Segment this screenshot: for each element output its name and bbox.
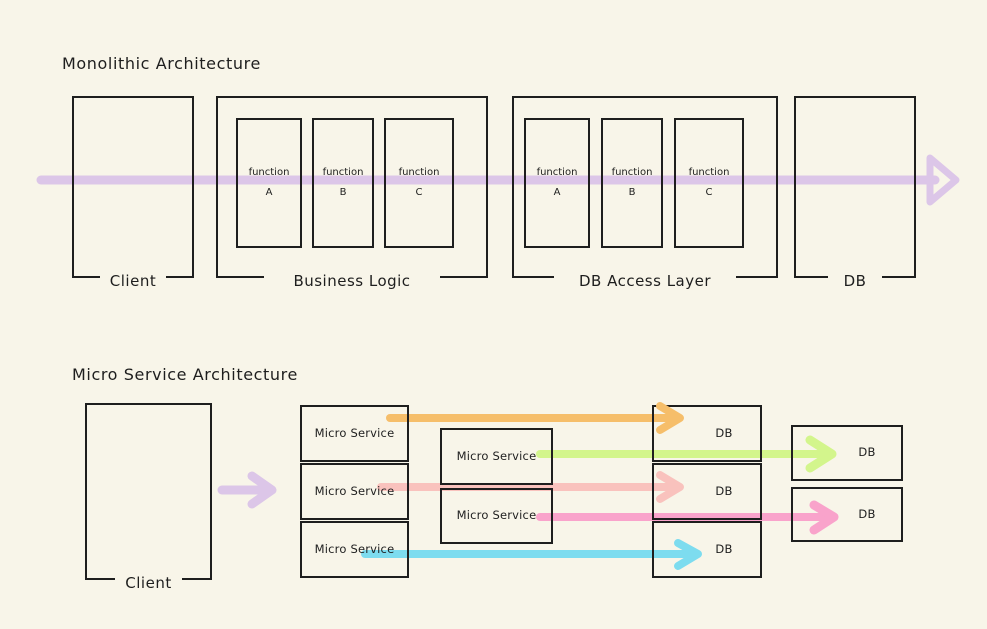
microservice-client-label: Client	[125, 574, 172, 592]
micro-service-box-5[interactable]: Micro Service	[440, 488, 553, 544]
business-logic-function-c-text: function C	[386, 163, 452, 203]
db-access-layer-box-foot	[512, 276, 778, 278]
db-access-layer-box[interactable]: DB Access Layer	[512, 96, 778, 290]
business-logic-function-c[interactable]: function C	[384, 118, 454, 248]
db-box-4[interactable]: DB	[791, 425, 903, 481]
micro-service-box-5-label: Micro Service	[456, 508, 537, 523]
microservice-client-box-foot	[85, 578, 212, 580]
micro-service-box-4-label: Micro Service	[456, 448, 537, 463]
function-a-line2: A	[265, 187, 273, 198]
db-box-4-label: DB	[858, 445, 876, 460]
db-box-1[interactable]: DB	[652, 405, 762, 462]
dal-function-a-line1: function	[536, 167, 578, 178]
business-logic-box[interactable]: Business Logic	[216, 96, 488, 290]
micro-service-box-2[interactable]: Micro Service	[300, 463, 409, 520]
micro-service-box-1[interactable]: Micro Service	[300, 405, 409, 462]
micro-service-box-2-label: Micro Service	[314, 483, 395, 498]
function-c-line2: C	[415, 187, 423, 198]
db-access-layer-function-a-text: function A	[526, 163, 588, 203]
monolithic-db-box-foot	[794, 276, 916, 278]
dal-function-b-line1: function	[611, 167, 653, 178]
monolithic-client-box-foot	[72, 276, 194, 278]
db-box-5[interactable]: DB	[791, 487, 903, 542]
db-access-layer-function-c-text: function C	[676, 163, 742, 203]
business-logic-function-a[interactable]: function A	[236, 118, 302, 248]
business-logic-function-b-text: function B	[314, 163, 372, 203]
db-access-layer-function-a[interactable]: function A	[524, 118, 590, 248]
db-box-2[interactable]: DB	[652, 463, 762, 520]
monolithic-client-label: Client	[109, 272, 157, 290]
function-b-line1: function	[322, 167, 364, 178]
function-c-line1: function	[398, 167, 440, 178]
db-box-3-label: DB	[715, 541, 733, 556]
db-box-1-label: DB	[715, 425, 733, 440]
db-access-layer-function-b[interactable]: function B	[601, 118, 663, 248]
function-b-line2: B	[339, 187, 347, 198]
monolithic-client-box[interactable]: Client	[72, 96, 194, 290]
micro-service-box-3-label: Micro Service	[314, 541, 395, 556]
monolithic-db-label: DB	[843, 272, 867, 290]
db-access-layer-function-b-text: function B	[603, 163, 661, 203]
business-logic-label: Business Logic	[293, 272, 411, 290]
function-a-line1: function	[248, 167, 290, 178]
dal-function-c-line1: function	[688, 167, 730, 178]
dal-function-a-line2: A	[553, 187, 561, 198]
db-box-3[interactable]: DB	[652, 521, 762, 578]
db-access-layer-function-c[interactable]: function C	[674, 118, 744, 248]
dal-function-b-line2: B	[628, 187, 636, 198]
micro-service-box-1-label: Micro Service	[314, 425, 395, 440]
business-logic-function-b[interactable]: function B	[312, 118, 374, 248]
business-logic-function-a-text: function A	[238, 163, 300, 203]
microservice-section-title: Micro Service Architecture	[72, 365, 298, 384]
db-access-layer-label: DB Access Layer	[578, 272, 712, 290]
dal-function-c-line2: C	[705, 187, 713, 198]
business-logic-box-foot	[216, 276, 488, 278]
micro-service-box-3[interactable]: Micro Service	[300, 521, 409, 578]
micro-service-box-4[interactable]: Micro Service	[440, 428, 553, 485]
db-box-2-label: DB	[715, 483, 733, 498]
microservice-client-box[interactable]: Client	[85, 403, 212, 592]
db-box-5-label: DB	[858, 506, 876, 521]
monolithic-section-title: Monolithic Architecture	[62, 54, 261, 73]
monolithic-db-box[interactable]: DB	[794, 96, 916, 290]
